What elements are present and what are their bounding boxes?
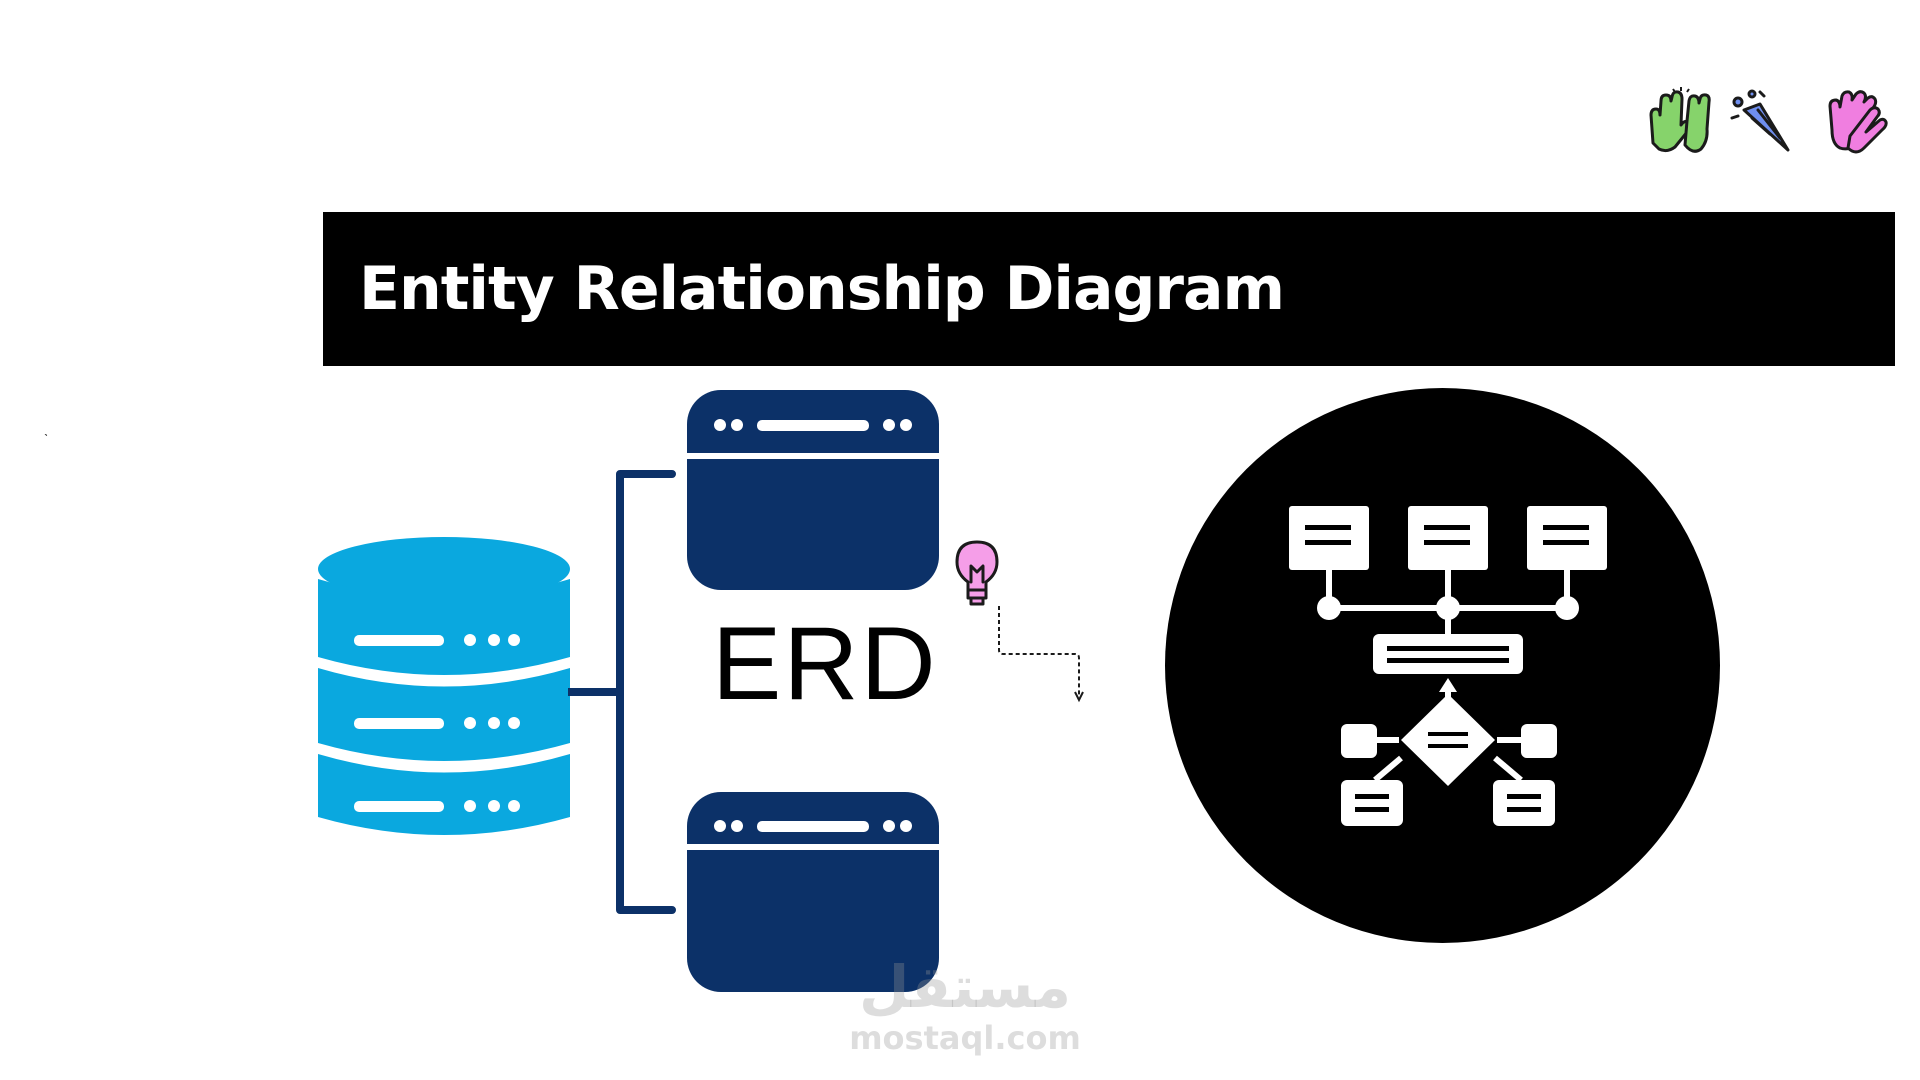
- dashed-arrow: [998, 606, 1084, 703]
- browser-window-icon-top: [687, 390, 939, 590]
- stray-mark: ˎ: [44, 420, 49, 436]
- high-five-icon: [1649, 87, 1711, 153]
- watermark-arabic: مستقل: [858, 953, 1072, 1021]
- watermark: مستقل mostaql.com: [845, 955, 1085, 1057]
- party-popper-icon: [1730, 89, 1790, 152]
- erd-label: ERD: [712, 606, 938, 722]
- watermark-latin: mostaql.com: [849, 1019, 1081, 1057]
- browser-window-icon-bottom: [687, 792, 939, 992]
- database-icon: [318, 537, 570, 835]
- connector-bracket: [568, 470, 676, 914]
- slide-title: Entity Relationship Diagram: [359, 254, 1285, 324]
- flowchart-icon: [1165, 388, 1720, 943]
- title-banner: Entity Relationship Diagram: [323, 212, 1895, 366]
- clapping-hands-icon: [1828, 90, 1888, 154]
- lightbulb-icon: [955, 540, 999, 606]
